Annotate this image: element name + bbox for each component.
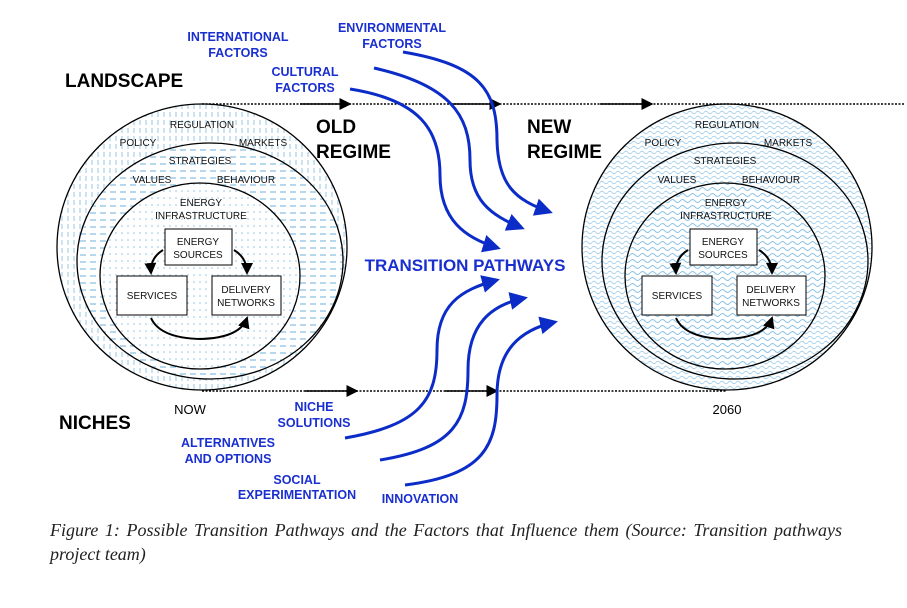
infrastructure-label: ENERGY xyxy=(705,198,748,209)
environmental-factors-label: ENVIRONMENTAL xyxy=(338,21,446,35)
cycle-arrow xyxy=(758,249,778,275)
services-label: SERVICES xyxy=(652,291,703,302)
delivery-networks-box xyxy=(211,275,282,316)
behaviour-label: BEHAVIOUR xyxy=(217,175,275,186)
old-regime-label: OLD xyxy=(316,117,356,138)
innovation-label: INNOVATION xyxy=(382,492,459,506)
environmental-curve xyxy=(402,50,553,216)
niches-label: NICHES xyxy=(59,413,131,434)
international-factors-label: INTERNATIONAL xyxy=(187,30,289,44)
services-box xyxy=(116,275,188,316)
delivery-networks-box xyxy=(736,275,807,316)
now-label: NOW xyxy=(174,402,207,417)
strategies-label: STRATEGIES xyxy=(169,156,232,167)
energy-sources-label-2: SOURCES xyxy=(698,250,748,261)
infrastructure-label-2: INFRASTRUCTURE xyxy=(680,211,772,222)
cycle-arrow xyxy=(669,249,689,275)
energy-sources-label: ENERGY xyxy=(702,237,745,248)
new-regime-system: REGULATION POLICY MARKETS STRATEGIES VAL… xyxy=(641,120,813,341)
markets-label: MARKETS xyxy=(239,138,288,149)
infrastructure-label: ENERGY xyxy=(180,198,223,209)
infrastructure-label-2: INFRASTRUCTURE xyxy=(155,211,247,222)
social-curve xyxy=(404,316,558,487)
new-regime-label: NEW xyxy=(527,117,571,138)
figure-caption: Figure 1: Possible Transition Pathways a… xyxy=(50,520,842,564)
international-curve xyxy=(373,66,525,231)
international-factors-label-2: FACTORS xyxy=(208,46,268,60)
cycle-arrow xyxy=(150,316,250,341)
services-box xyxy=(641,275,713,316)
delivery-label-2: NETWORKS xyxy=(742,298,800,309)
social-experimentation-label: SOCIAL xyxy=(273,473,321,487)
cycle-arrow xyxy=(233,249,253,275)
values-label: VALUES xyxy=(133,175,172,186)
alternatives-label-2: AND OPTIONS xyxy=(185,452,272,466)
regulation-label: REGULATION xyxy=(170,120,234,131)
transition-pathways-label: TRANSITION PATHWAYS xyxy=(365,256,566,275)
markets-label: MARKETS xyxy=(764,138,813,149)
cultural-factors-label-2: FACTORS xyxy=(275,81,335,95)
delivery-label: DELIVERY xyxy=(746,285,796,296)
energy-sources-box xyxy=(164,228,233,266)
energy-sources-label: ENERGY xyxy=(177,237,220,248)
services-label: SERVICES xyxy=(127,291,178,302)
niche-solutions-curve xyxy=(344,275,500,440)
cycle-arrow xyxy=(675,316,775,341)
year-2060-label: 2060 xyxy=(713,402,742,417)
cultural-curve xyxy=(349,87,501,253)
alternatives-curve xyxy=(379,292,528,462)
delivery-label-2: NETWORKS xyxy=(217,298,275,309)
environmental-factors-label-2: FACTORS xyxy=(362,37,422,51)
values-label: VALUES xyxy=(658,175,697,186)
delivery-label: DELIVERY xyxy=(221,285,271,296)
old-regime-system: REGULATION POLICY MARKETS STRATEGIES VAL… xyxy=(116,120,288,341)
niche-solutions-label-2: SOLUTIONS xyxy=(278,416,351,430)
energy-sources-box xyxy=(689,228,758,266)
behaviour-label: BEHAVIOUR xyxy=(742,175,800,186)
social-experimentation-label-2: EXPERIMENTATION xyxy=(238,488,356,502)
strategies-label: STRATEGIES xyxy=(694,156,757,167)
energy-sources-label-2: SOURCES xyxy=(173,250,223,261)
regulation-label: REGULATION xyxy=(695,120,759,131)
landscape-label: LANDSCAPE xyxy=(65,71,183,92)
policy-label: POLICY xyxy=(645,138,682,149)
policy-label: POLICY xyxy=(120,138,157,149)
alternatives-label: ALTERNATIVES xyxy=(181,436,275,450)
new-regime-label-2: REGIME xyxy=(527,142,602,163)
cultural-factors-label: CULTURAL xyxy=(271,65,338,79)
cycle-arrow xyxy=(144,249,164,275)
niche-solutions-label: NICHE xyxy=(295,400,334,414)
old-regime-label-2: REGIME xyxy=(316,142,391,163)
influence-curves xyxy=(344,50,558,487)
